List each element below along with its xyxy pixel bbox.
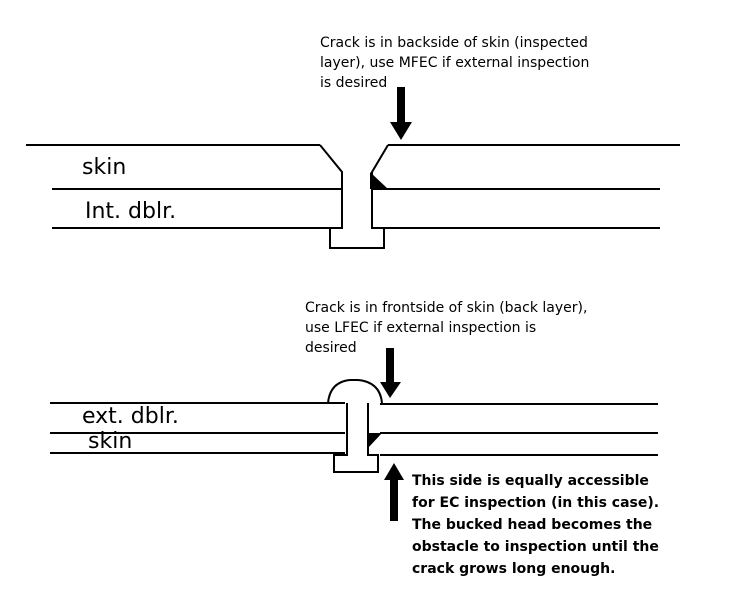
bottom-crack-note: Crack is in frontside of skin (back laye…	[305, 298, 587, 358]
bottom-crack-marker	[368, 433, 382, 448]
side-note-line-2-suffix: inspection (in this case).	[459, 495, 660, 511]
side-note-line-1: This side is equally accessible	[412, 473, 649, 489]
top-doubler-label: Int. dblr.	[85, 199, 177, 224]
bottom-doubler-surface-line	[50, 402, 658, 405]
bottom-skin-bottom-line	[50, 452, 658, 456]
side-note-line-5: crack grows long enough.	[412, 561, 616, 577]
bottom-note-line-2: use LFEC if external inspection is	[305, 320, 537, 336]
top-crack-marker	[370, 172, 388, 189]
top-countersunk-rivet	[319, 144, 389, 249]
top-crack-note: Crack is in backside of skin (inspected …	[320, 33, 589, 93]
side-note-ec-text: EC	[439, 495, 460, 511]
bottom-down-arrow	[380, 348, 401, 398]
side-access-note: This side is equally accessible for EC i…	[412, 470, 659, 580]
top-note-line-2: layer), use MFEC if external inspection	[320, 55, 590, 71]
top-skin-label: skin	[82, 155, 127, 180]
side-note-line-2: for EC inspection (in this case).	[412, 492, 659, 514]
bottom-up-arrow	[384, 463, 404, 521]
side-note-line-3: The bucked head becomes the	[412, 517, 653, 533]
side-note-line-4: obstacle to inspection until the	[412, 539, 659, 555]
top-down-arrow	[390, 87, 412, 140]
bottom-note-line-3: desired	[305, 340, 357, 356]
top-note-line-1: Crack is in backside of skin (inspected	[320, 35, 588, 51]
bottom-doubler-label: ext. dblr.	[82, 404, 179, 429]
bottom-rivet-shank	[333, 403, 379, 473]
bottom-note-line-1: Crack is in frontside of skin (back laye…	[305, 300, 588, 316]
bottom-button-head	[327, 379, 383, 404]
side-note-line-2-prefix: for	[412, 495, 440, 511]
top-note-line-3: is desired	[320, 75, 388, 91]
